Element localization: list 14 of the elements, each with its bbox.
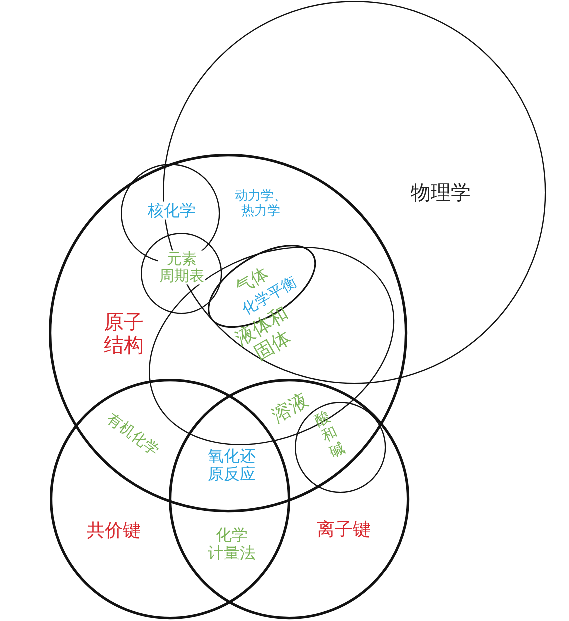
topic-label: 物理学 bbox=[410, 181, 471, 204]
topic-label: 离子键 bbox=[316, 520, 371, 542]
venn-circle bbox=[168, 378, 410, 620]
region-label: 有机化学 bbox=[104, 410, 162, 460]
topic-label: 核化学 bbox=[146, 202, 197, 220]
region-label: 动力学、热力学 bbox=[235, 190, 287, 220]
topic-label: 原子结构 bbox=[104, 310, 144, 357]
topic-label: 元素周期表 bbox=[158, 250, 206, 286]
topic-label: 酸和碱 bbox=[312, 408, 348, 462]
region-label: 溶液 bbox=[269, 390, 313, 428]
topic-label: 共价键 bbox=[86, 522, 141, 542]
venn-circle bbox=[48, 154, 408, 512]
region-label: 氧化还原反应 bbox=[208, 448, 256, 484]
region-label: 化学计量法 bbox=[208, 526, 256, 564]
